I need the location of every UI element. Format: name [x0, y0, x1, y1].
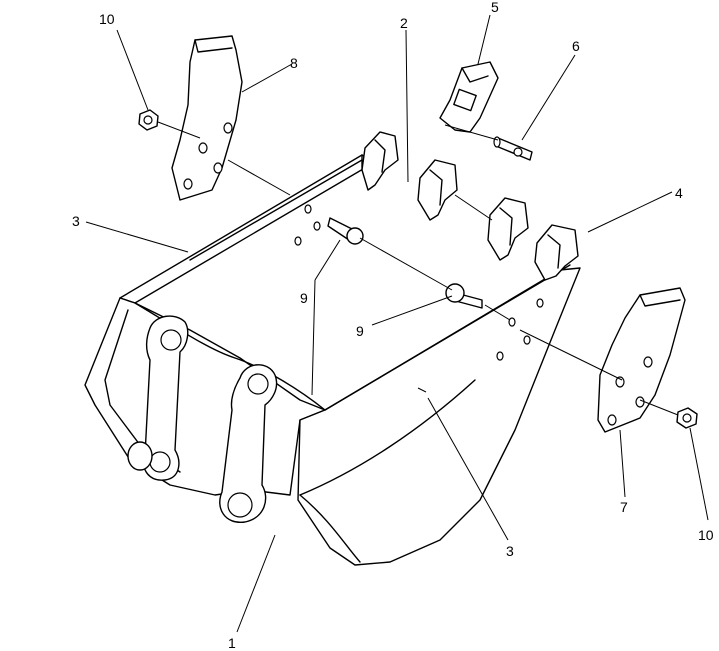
- callout-6: 6: [572, 38, 580, 54]
- callout-3-left: 3: [72, 213, 80, 229]
- callout-3-bottom: 3: [506, 543, 514, 559]
- callout-leaders: [85, 14, 709, 633]
- side-cutter-left: [171, 35, 243, 201]
- assembly-lines: [157, 121, 679, 416]
- callout-10-bottom: 10: [698, 527, 714, 543]
- callout-1: 1: [228, 635, 236, 651]
- tooth-and-pin: [439, 61, 533, 161]
- callout-2: 2: [400, 15, 408, 31]
- callout-8: 8: [290, 55, 298, 71]
- bucket-teeth: [361, 131, 579, 281]
- callout-10-top: 10: [99, 11, 115, 27]
- callout-9-right: 9: [356, 323, 364, 339]
- bolts: [327, 217, 483, 309]
- nuts: [138, 109, 698, 429]
- callout-5: 5: [491, 0, 499, 15]
- callout-7: 7: [620, 499, 628, 515]
- callout-9-left: 9: [300, 290, 308, 306]
- side-cutter-right: [597, 287, 686, 433]
- callout-labels: 10 8 2 5 6 4 3 9 9 3 7 10 1: [72, 0, 714, 651]
- link-brackets: [127, 315, 278, 523]
- callout-4: 4: [675, 185, 683, 201]
